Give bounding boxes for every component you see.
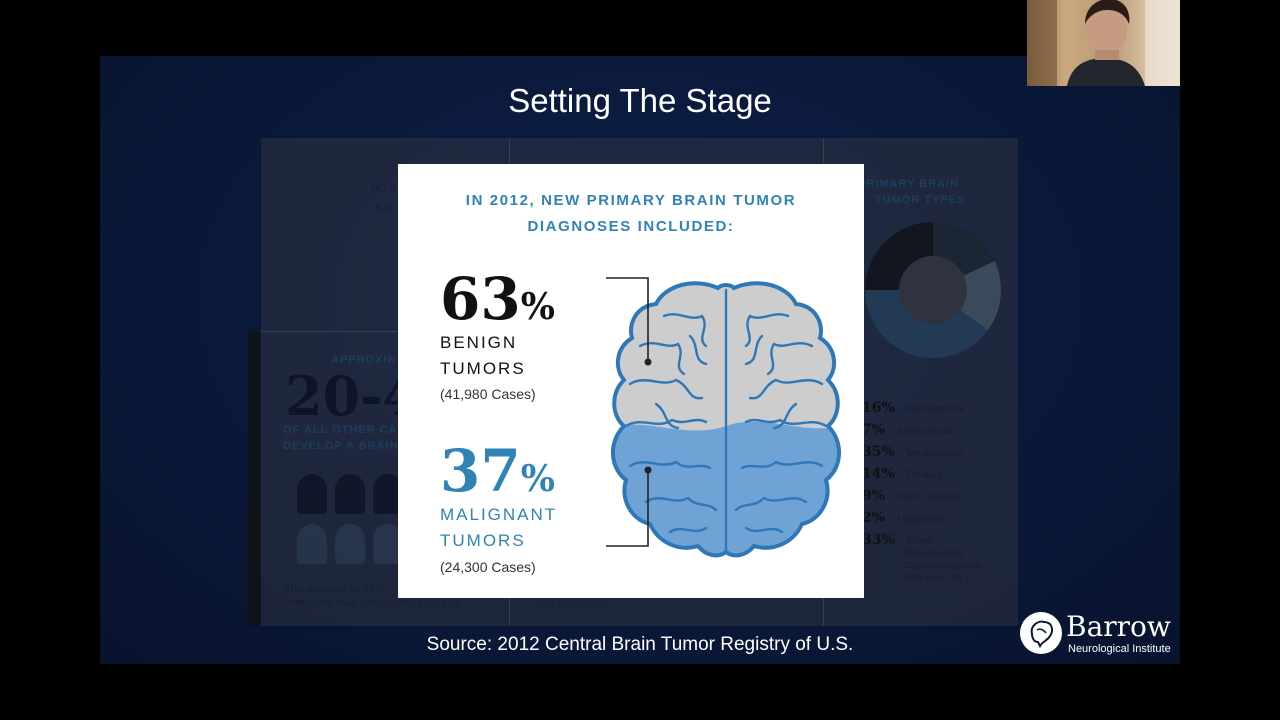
faded-heading: APPROXIN <box>331 354 397 366</box>
benign-percentage: 63% <box>440 270 555 336</box>
source-citation: Source: 2012 Central Brain Tumor Registr… <box>426 634 854 655</box>
ribbon-icon <box>335 524 365 564</box>
presenter-webcam <box>1027 0 1180 86</box>
malignant-percentage: 37% <box>440 442 555 508</box>
faded-heading: TUMOR TYPES <box>875 194 966 206</box>
legend-row: 33%Other <box>862 532 932 548</box>
ribbon-icon <box>297 474 327 514</box>
presentation-slide: Setting The Stage An a a p PRIMARY BRAIN… <box>100 56 1180 664</box>
benign-value: 63 <box>440 265 521 333</box>
legend-detail: Oligodendroglioma, <box>903 560 982 570</box>
divider <box>261 331 509 332</box>
legend-row: 14%Pituitary <box>862 466 943 482</box>
malignant-label-line: MALIGNANT <box>440 505 558 524</box>
benign-label-line: TUMORS <box>440 359 526 378</box>
malignant-callout-dot <box>644 466 652 474</box>
card-heading-line: DIAGNOSES INCLUDED: <box>527 218 735 235</box>
benign-label-line: BENIGN <box>440 333 518 352</box>
percent-symbol: % <box>520 458 555 500</box>
faded-text: This accounts for 98,0 <box>285 584 384 595</box>
barrow-logo-subtitle: Neurological Institute <box>1068 643 1171 655</box>
benign-label: BENIGN TUMORS <box>440 330 526 382</box>
malignant-label-line: TUMORS <box>440 531 526 550</box>
faded-heading: PRIMARY BRAIN <box>858 178 960 190</box>
barrow-logo: Barrow Neurological Institute <box>1020 610 1176 658</box>
card-heading: IN 2012, NEW PRIMARY BRAIN TUMOR DIAGNOS… <box>398 188 864 240</box>
barrow-logo-name: Barrow <box>1066 610 1171 643</box>
malignant-value: 37 <box>440 437 521 505</box>
ribbon-icon <box>335 474 365 514</box>
legend-row: 7%Astrocytoma <box>862 422 953 438</box>
legend-row: 35%Meningioma <box>862 444 962 460</box>
faded-heading: OF ALL OTHER CA <box>283 424 398 436</box>
card-heading-line: IN 2012, NEW PRIMARY BRAIN TUMOR <box>465 192 797 209</box>
faded-text: (24,300 Cases) <box>540 598 609 609</box>
legend-row: 16%Glioblastoma <box>862 400 966 416</box>
ribbon-icon <box>297 524 327 564</box>
legend-detail: (Ependymoma, <box>903 548 965 558</box>
faded-text: metastatic brain tumor cases each year. <box>287 598 464 609</box>
legend-row: 9%Nerve Sheath <box>862 488 959 504</box>
brain-icon <box>606 277 842 558</box>
infographic-card: IN 2012, NEW PRIMARY BRAIN TUMOR DIAGNOS… <box>398 164 864 598</box>
faded-big-number: 20-4 <box>285 364 421 428</box>
barrow-logo-icon <box>1020 612 1062 654</box>
tumor-types-donut-chart <box>865 222 1001 358</box>
faded-heading: DEVELOP A BRAIN <box>283 440 399 452</box>
presenter-video <box>1027 0 1180 86</box>
faded-text: An a <box>371 180 396 194</box>
malignant-cases: (24,300 Cases) <box>440 559 536 575</box>
malignant-callout-line <box>606 470 649 547</box>
legend-row: 2%Lymphoma <box>862 510 947 526</box>
faded-text: a p <box>375 200 392 214</box>
benign-callout-line <box>606 277 649 362</box>
legend-detail: Embryonal, etc.) <box>903 572 969 582</box>
percent-symbol: % <box>520 286 555 328</box>
malignant-label: MALIGNANT TUMORS <box>440 502 557 554</box>
benign-cases: (41,980 Cases) <box>440 386 536 402</box>
benign-callout-dot <box>644 358 652 366</box>
slide-title: Setting The Stage <box>508 82 772 119</box>
background-strip <box>248 331 260 626</box>
